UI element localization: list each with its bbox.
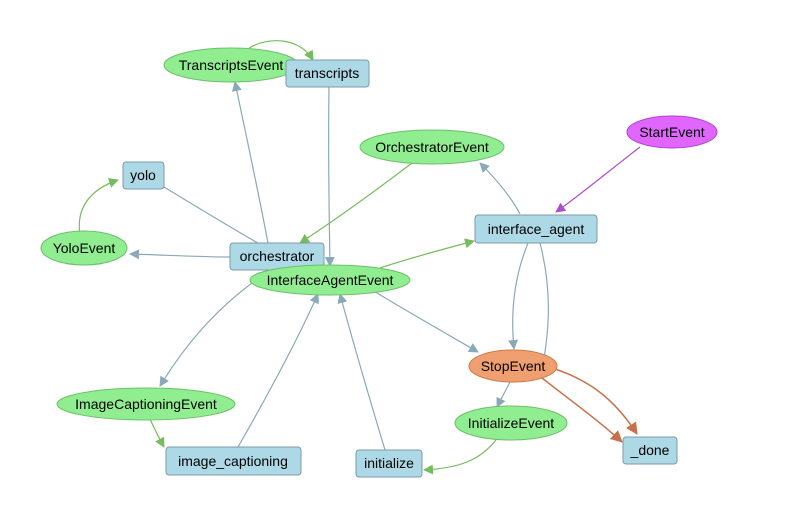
node-label: initialize <box>364 455 414 471</box>
edge-orchestrator-to-image-captioning-event <box>159 279 257 387</box>
node-yolo-event[interactable]: YoloEvent <box>40 230 128 266</box>
node-label: _done <box>630 442 670 458</box>
node-label: YoloEvent <box>53 240 116 256</box>
node-image-captioning[interactable]: image_captioning <box>165 446 302 476</box>
edge-initialize-event-to-initialize <box>423 439 497 475</box>
node-label: interface_agent <box>488 221 585 237</box>
node-label: StopEvent <box>481 358 546 374</box>
node-stop-event[interactable]: StopEvent <box>468 349 558 383</box>
edge-transcripts-to-interface-agent-event <box>324 86 335 267</box>
node-initialize-event[interactable]: InitializeEvent <box>454 405 568 441</box>
node-start-event[interactable]: StartEvent <box>626 115 718 149</box>
node-label: yolo <box>130 167 156 183</box>
edge-transcripts-event-to-transcripts <box>248 40 314 61</box>
edge-interface-agent-to-orchestrator-event <box>479 162 521 215</box>
node-label: InitializeEvent <box>468 415 554 431</box>
node-image-captioning-event[interactable]: ImageCaptioningEvent <box>56 387 236 421</box>
node-transcripts[interactable]: transcripts <box>285 59 370 88</box>
node-label: InterfaceAgentEvent <box>267 272 394 288</box>
edge-stop-event-to-done-b <box>551 367 638 435</box>
node-label: transcripts <box>295 65 360 81</box>
node-orchestrator[interactable]: orchestrator <box>229 242 325 271</box>
node-label: image_captioning <box>178 453 288 469</box>
node-initialize[interactable]: initialize <box>355 449 423 478</box>
node-interface-agent[interactable]: interface_agent <box>474 214 598 244</box>
node-label: TranscriptsEvent <box>179 57 284 73</box>
edge-orchestrator-to-stop-event <box>371 289 479 353</box>
edge-orchestrator-to-yolo-event <box>129 249 231 260</box>
node-transcripts-event[interactable]: TranscriptsEvent <box>163 47 299 83</box>
node-label: StartEvent <box>639 124 704 140</box>
edge-initialize-to-interface-agent-event <box>337 293 386 451</box>
node-interface-agent-event[interactable]: InterfaceAgentEvent <box>249 264 411 296</box>
node-done[interactable]: _done <box>622 436 678 465</box>
node-label: OrchestratorEvent <box>375 139 489 155</box>
edge-image-captioning-to-interface-agent-event <box>237 293 319 448</box>
node-yolo[interactable]: yolo <box>122 161 165 190</box>
edge-stop-event-to-done-a <box>541 377 623 443</box>
node-orchestrator-event[interactable]: OrchestratorEvent <box>359 129 505 165</box>
node-label: ImageCaptioningEvent <box>75 396 217 412</box>
edge-interface-agent-to-stop-event <box>508 242 529 350</box>
edge-yolo-event-to-yolo <box>78 178 119 236</box>
node-label: orchestrator <box>240 248 315 264</box>
edge-orchestrator-to-transcripts-event <box>231 81 269 244</box>
edge-orchestrator-event-to-orchestrator <box>299 162 413 244</box>
edge-start-event-to-interface-agent <box>555 146 641 213</box>
edges <box>78 40 641 475</box>
edge-interface-agent-event-to-interface-agent <box>379 238 475 269</box>
edge-stop-event-to-initialize-event <box>496 381 511 408</box>
edge-image-captioning-event-to-image-captioning <box>149 418 165 448</box>
nodes: TranscriptsEvent transcripts Orchestrato… <box>40 47 718 478</box>
